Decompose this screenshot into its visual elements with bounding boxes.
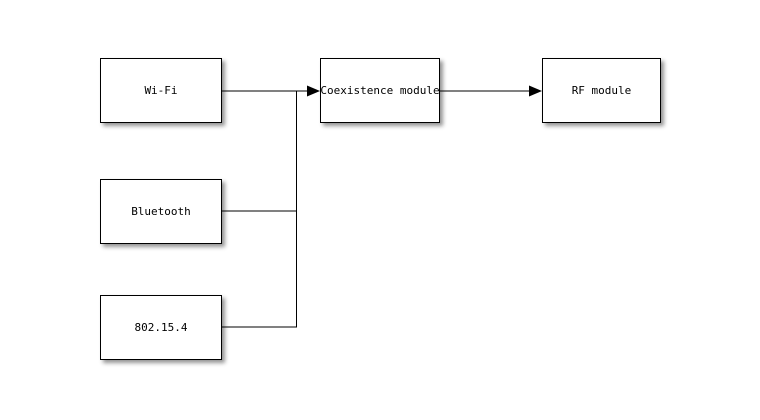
node-wifi[interactable]: Wi-Fi (100, 58, 222, 123)
connector-zigbee-to-trunk (222, 91, 298, 328)
node-802-15-4-label: 802.15.4 (134, 321, 188, 334)
arrowhead-into-coexistence-icon (307, 85, 320, 97)
node-bluetooth[interactable]: Bluetooth (100, 179, 222, 244)
node-wifi-label: Wi-Fi (144, 84, 178, 97)
arrowhead-into-rf-icon (529, 85, 542, 97)
node-rf-module-label: RF module (571, 84, 632, 97)
node-coexistence-module-label: Coexistence module (320, 84, 440, 97)
node-bluetooth-label: Bluetooth (131, 205, 191, 218)
node-rf-module[interactable]: RF module (542, 58, 661, 123)
node-coexistence-module[interactable]: Coexistence module (320, 58, 440, 123)
node-802-15-4[interactable]: 802.15.4 (100, 295, 222, 360)
